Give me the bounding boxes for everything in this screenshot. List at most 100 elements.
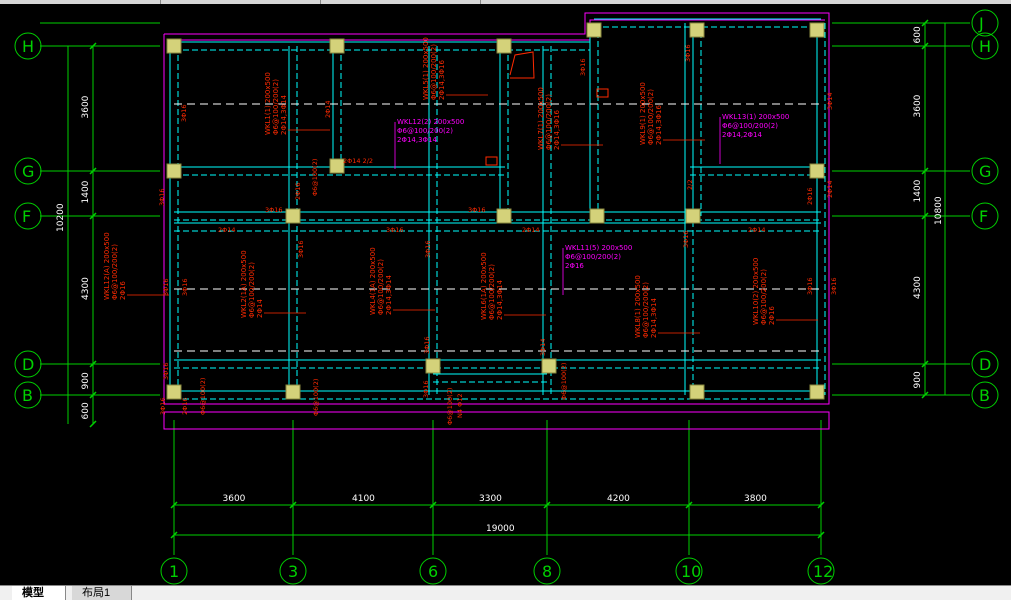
rebar-note-27: Φ6@100(2) bbox=[560, 363, 568, 400]
beam-label-red-9-line-1: Φ6@100/200(2) bbox=[760, 269, 768, 325]
dim-right-text-2: 1400 bbox=[913, 179, 923, 202]
beam-label-red-8-line-0: WKL8(1) 200x500 bbox=[634, 275, 642, 338]
axis-grid bbox=[40, 22, 970, 555]
rebar-note-26: Φ6@100(2) bbox=[446, 388, 454, 425]
dim-bottom-text-0: 3600 bbox=[223, 494, 246, 504]
axis-bubble-10 bbox=[675, 557, 703, 585]
dim-tick-b-5 bbox=[817, 501, 825, 509]
beam-label-red-2-line-1: Φ6@100/200(2) bbox=[545, 94, 553, 150]
column-16 bbox=[285, 384, 301, 400]
column-7 bbox=[329, 158, 345, 174]
beam-label-mag-0-line-0: WKL12(2) 200x500 bbox=[397, 118, 464, 126]
dim-left-text-1: 1400 bbox=[81, 180, 91, 203]
axis-bubble-H-left bbox=[14, 32, 42, 60]
axis-bubble-text-D-left: D bbox=[22, 355, 34, 374]
beam-label-red-4-line-0: WKL12(A) 200x500 bbox=[103, 232, 111, 300]
column-4 bbox=[689, 22, 705, 38]
dim-left-text-3: 900 bbox=[81, 372, 91, 389]
rebar-note-34: 2/2 bbox=[686, 180, 694, 190]
axis-bubble-text-D-right: D bbox=[979, 355, 991, 374]
beam-label-red-9-line-0: WKL10(2) 200x500 bbox=[752, 258, 760, 325]
rebar-note-4: 3Φ16 bbox=[386, 226, 404, 234]
top-toolbar-strip bbox=[0, 0, 1011, 4]
axis-bubble-B-left bbox=[14, 381, 42, 409]
rebar-note-8: 3Φ16 bbox=[579, 58, 587, 76]
dim-tick-r-3 bbox=[921, 212, 929, 220]
beam-label-red-0-line-0: WKL1(1) 200x500 bbox=[264, 72, 272, 135]
beam-label-red-5-line-1: Φ6@100/200(2) bbox=[248, 262, 256, 318]
marker-box-1 bbox=[509, 51, 535, 79]
dim-tick-l-5 bbox=[89, 420, 97, 428]
dim-tick-b-0 bbox=[170, 501, 178, 509]
rebar-note-7: 2Φ14 bbox=[748, 226, 766, 234]
beam-label-red-9-line-2: 2Φ16 bbox=[768, 306, 776, 325]
axis-bubble-text-B-left: B bbox=[22, 386, 33, 405]
slab-outline bbox=[163, 12, 830, 430]
axis-bubble-text-J-right: J bbox=[978, 14, 984, 33]
axis-bubble-F-left bbox=[14, 202, 42, 230]
beam-label-mag-0-line-1: Φ6@100/200(2) bbox=[397, 127, 453, 135]
axis-bubble-D-left bbox=[14, 350, 42, 378]
marker-box-3 bbox=[485, 156, 498, 166]
beam-label-mag-2-line-1: Φ6@100/200(2) bbox=[565, 253, 621, 261]
rebar-note-35: 2Φ16 bbox=[181, 397, 189, 415]
rebar-note-11: 2Φ14 bbox=[324, 100, 332, 118]
rebar-note-19: 3Φ16 bbox=[162, 362, 170, 380]
column-8 bbox=[809, 163, 825, 179]
beam-label-mag-2-line-0: WKL11(5) 200x500 bbox=[565, 244, 632, 252]
dim-tick-b-4 bbox=[685, 501, 693, 509]
outline-inner bbox=[168, 19, 825, 41]
beam-label-red-5-line-2: 2Φ14 bbox=[256, 299, 264, 318]
beam-label-red-6-line-2: 2Φ14,3Φ14 bbox=[385, 274, 393, 315]
rebar-note-15: 3Φ16 bbox=[424, 240, 432, 258]
rebar-note-20: 3Φ14 bbox=[539, 338, 547, 356]
dim-tick-b-2 bbox=[429, 501, 437, 509]
beam-label-red-3-line-1: Φ6@100/200(2) bbox=[647, 89, 655, 145]
column-15 bbox=[166, 384, 182, 400]
rebar-note-6: 2Φ14 bbox=[522, 226, 540, 234]
column-18 bbox=[809, 384, 825, 400]
marker-box-2 bbox=[596, 88, 609, 98]
axis-bubble-12 bbox=[807, 557, 835, 585]
tab-layout1[interactable]: 布局1 bbox=[72, 586, 132, 600]
axis-bubble-text-H-right: H bbox=[979, 37, 991, 56]
rebar-note-23: 3Φ16 bbox=[422, 380, 430, 398]
column-3 bbox=[586, 22, 602, 38]
dim-right-total-text: 10800 bbox=[934, 196, 944, 225]
axis-bubble-text-1: 1 bbox=[169, 562, 179, 581]
column-17 bbox=[689, 384, 705, 400]
beam-label-mag-1-line-2: 2Φ14,2Φ14 bbox=[722, 131, 763, 139]
beam-label-red-7-line-0: WKL6(1A) 200x500 bbox=[480, 252, 488, 320]
rebar-note-21: 3Φ16 bbox=[423, 336, 431, 354]
beam-label-red-2-line-2: 2Φ14,3Φ16 bbox=[553, 109, 561, 150]
rebar-note-5: 3Φ16 bbox=[468, 206, 486, 214]
beam-label-red-8-line-2: 2Φ14,3Φ14 bbox=[650, 297, 658, 338]
dim-right-text-4: 900 bbox=[913, 371, 923, 388]
layout-tab-bar: 模型 布局1 bbox=[0, 585, 1011, 600]
dim-tick-r-4 bbox=[921, 360, 929, 368]
beam-label-red-6-line-1: Φ6@100/200(2) bbox=[377, 259, 385, 315]
axis-bubble-G-right bbox=[971, 157, 999, 185]
beam-label-red-8-line-1: Φ6@100/200(2) bbox=[642, 282, 650, 338]
beam-label-red-2-line-0: WKL7(1) 200x500 bbox=[537, 87, 545, 150]
beam-label-mag-2-line-2: 2Φ16 bbox=[565, 262, 584, 270]
rebar-note-24: Φ6@100(2) bbox=[199, 378, 207, 415]
tab-model[interactable]: 模型 bbox=[12, 586, 66, 600]
dim-bottom-total-text: 19000 bbox=[486, 524, 515, 534]
beam-label-red-0-line-2: 2Φ14,3Φ14 bbox=[280, 94, 288, 135]
beam-label-mag-1-line-0: WKL13(1) 200x500 bbox=[722, 113, 789, 121]
beam-label-red-1-line-0: WKL5(1) 200x500 bbox=[422, 37, 430, 100]
axis-bubble-text-B-right: B bbox=[979, 386, 990, 405]
column-1 bbox=[329, 38, 345, 54]
dim-left-text-0: 3600 bbox=[81, 95, 91, 118]
axis-bubble-F-right bbox=[971, 202, 999, 230]
